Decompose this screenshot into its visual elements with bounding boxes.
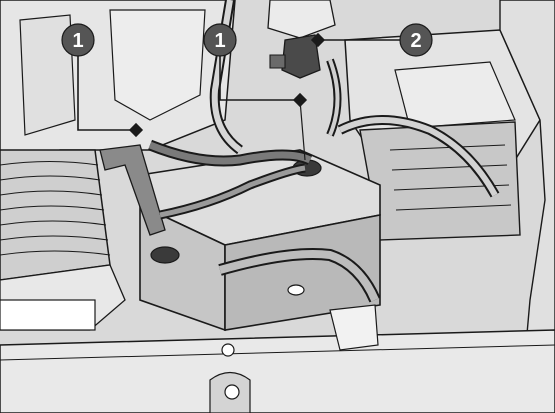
negative-terminal <box>150 246 180 264</box>
battery-cables <box>147 0 500 303</box>
engine-cover-rib <box>19 14 76 136</box>
callout-1a-label: 1 <box>72 30 83 52</box>
battery <box>139 149 381 332</box>
fender-edge <box>499 0 555 413</box>
callout-1b-marker <box>292 92 308 108</box>
engine-cover-panel <box>109 9 206 121</box>
callout-1b: 1 <box>203 23 237 57</box>
battery-hold-down-bracket <box>99 144 166 236</box>
fuse-box <box>344 29 541 241</box>
front-crossmember <box>0 329 555 413</box>
connector-clip <box>329 304 379 351</box>
reservoir-tank <box>267 0 336 39</box>
bolt-head <box>221 343 235 357</box>
callout-1a: 1 <box>61 23 95 57</box>
callout-1b-label: 1 <box>214 30 225 52</box>
air-intake-duct <box>0 149 111 281</box>
callout-leader-lines <box>77 39 400 161</box>
left-bracket <box>0 299 96 331</box>
callout-2-marker <box>310 32 326 48</box>
callout-2-label: 2 <box>410 30 421 52</box>
callout-2: 2 <box>399 23 433 57</box>
